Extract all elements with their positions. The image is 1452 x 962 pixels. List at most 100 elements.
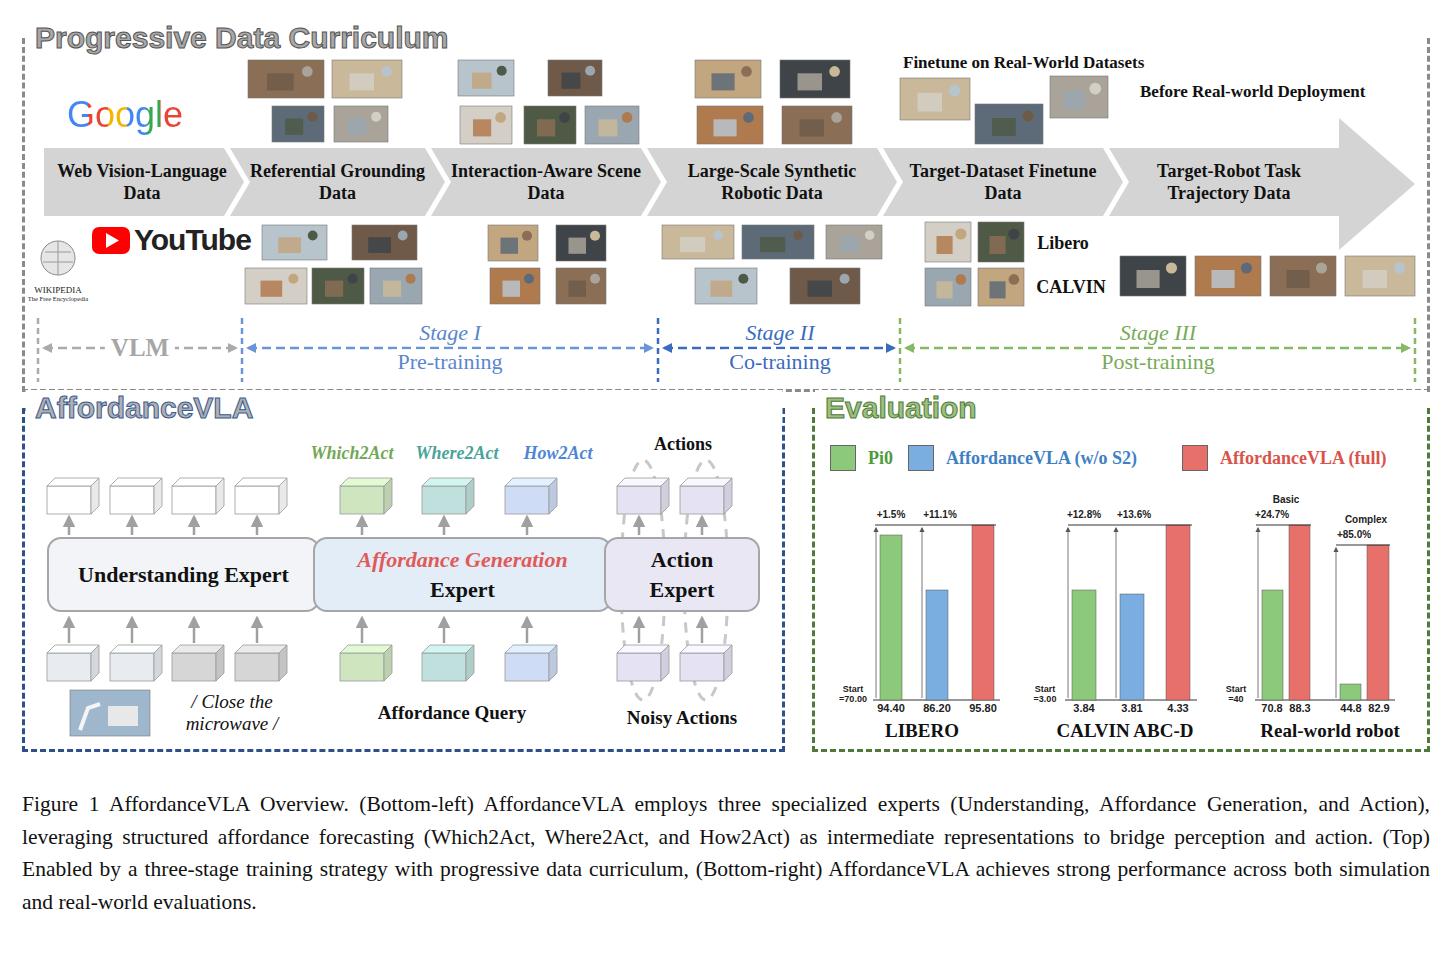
photo-thumbnail xyxy=(585,106,639,144)
flow-arrow xyxy=(361,618,364,643)
photo-object xyxy=(800,119,825,136)
flow-arrow xyxy=(526,517,529,535)
photo-frame xyxy=(925,268,971,306)
photo-thumbnail xyxy=(488,225,538,261)
photo-object xyxy=(368,237,391,253)
photo-object xyxy=(503,281,521,297)
token-cube xyxy=(617,645,669,681)
photo-object xyxy=(793,230,803,240)
token-cube xyxy=(617,478,669,514)
photo-object xyxy=(622,112,633,123)
bar xyxy=(1262,590,1283,700)
photo-frame xyxy=(272,106,324,142)
photo-thumbnail xyxy=(352,225,417,260)
photo-object xyxy=(348,119,367,135)
photo-object xyxy=(590,231,600,241)
photo-object xyxy=(497,66,507,76)
cube-side xyxy=(466,645,474,681)
photo-object xyxy=(383,281,401,297)
photo-object xyxy=(713,230,723,240)
photo-frame xyxy=(312,268,364,304)
photo-thumbnail xyxy=(1050,76,1108,118)
photo-frame xyxy=(975,104,1043,144)
cube-top xyxy=(340,645,392,653)
photo-frame xyxy=(662,225,734,259)
photo-object xyxy=(599,119,618,136)
chevron-step: Large-Scale Synthetic Robotic Data xyxy=(647,148,897,216)
photo-object xyxy=(1008,228,1019,239)
text-label: 82.9 xyxy=(1368,702,1389,715)
photo-object xyxy=(840,274,850,284)
flow-arrow xyxy=(701,517,704,535)
chevron-fill xyxy=(230,148,445,216)
photo-object xyxy=(1009,274,1020,285)
legend-swatch xyxy=(1182,445,1208,471)
photo-thumbnail xyxy=(697,106,763,144)
expert-label: Expert xyxy=(430,575,495,605)
text-label: 3.81 xyxy=(1121,702,1142,715)
chevron-step: Target-Dataset Finetune Data xyxy=(883,148,1123,216)
photo-frame xyxy=(695,268,757,304)
photo-thumbnail xyxy=(978,268,1024,306)
cube-top xyxy=(680,645,732,653)
token-cube xyxy=(110,478,162,514)
photo-object xyxy=(1394,262,1405,273)
expert-label: Affordance Generation xyxy=(357,545,567,575)
step-label: Target-Dataset Finetune Data xyxy=(893,160,1113,205)
gain-arrow xyxy=(922,528,923,698)
cube-side xyxy=(216,645,224,681)
photo-object xyxy=(1241,262,1252,273)
expert-label: Action Expert xyxy=(616,545,748,604)
text-label: +1.5% xyxy=(877,509,906,521)
photo-object xyxy=(278,237,301,253)
bar xyxy=(1340,684,1361,700)
legend-label: AffordanceVLA (w/o S2) xyxy=(946,448,1137,469)
photo-object xyxy=(285,119,303,135)
text-label: 44.8 xyxy=(1340,702,1361,715)
text-label: Co-training xyxy=(723,349,836,374)
text-label: YouTube xyxy=(134,223,251,258)
cube-front xyxy=(505,486,549,514)
photo-object xyxy=(798,73,823,90)
photo-thumbnail xyxy=(695,268,757,304)
photo-object xyxy=(537,119,555,136)
text-label: Pre-training xyxy=(391,349,508,374)
photo-object xyxy=(325,281,343,297)
photo-object xyxy=(1287,270,1310,288)
photo-object xyxy=(569,238,587,254)
cube-front xyxy=(110,653,154,681)
dashed-panel: AffordanceVLAUnderstanding ExpertAfforda… xyxy=(22,408,785,752)
cube-front xyxy=(340,486,384,514)
flow-arrow xyxy=(68,517,71,535)
expert-box: Understanding Expert xyxy=(47,537,320,612)
photo-object xyxy=(348,274,358,284)
photo-frame xyxy=(352,225,417,260)
chevron-shape xyxy=(230,148,445,216)
text-label: 4.33 xyxy=(1167,702,1188,715)
cube-side xyxy=(384,478,392,514)
chevron-fill xyxy=(1109,118,1415,250)
text-label: Stage III xyxy=(1114,320,1202,345)
photo-object xyxy=(1316,262,1327,273)
bar xyxy=(1367,545,1389,700)
photo-object xyxy=(829,66,840,77)
photo-frame xyxy=(1195,256,1261,296)
cube-front xyxy=(235,653,279,681)
chevron-text-area: Target-Robot Task Trajectory Data xyxy=(1119,148,1339,216)
photo-thumbnail xyxy=(925,268,971,306)
stage-boundary xyxy=(657,318,660,382)
flow-arrow xyxy=(701,618,704,643)
cube-side xyxy=(549,478,557,514)
cube-top xyxy=(422,645,474,653)
cube-top xyxy=(617,645,669,653)
cube-top xyxy=(172,478,224,486)
text-label: Basic xyxy=(1273,494,1300,506)
photo-frame xyxy=(245,268,307,304)
cube-top xyxy=(235,645,287,653)
photo-frame xyxy=(695,60,761,98)
photo-object xyxy=(1212,270,1235,288)
photo-thumbnail xyxy=(1195,256,1261,296)
cube-front xyxy=(617,486,661,514)
photo-thumbnail xyxy=(312,268,364,304)
cube-front xyxy=(422,486,466,514)
